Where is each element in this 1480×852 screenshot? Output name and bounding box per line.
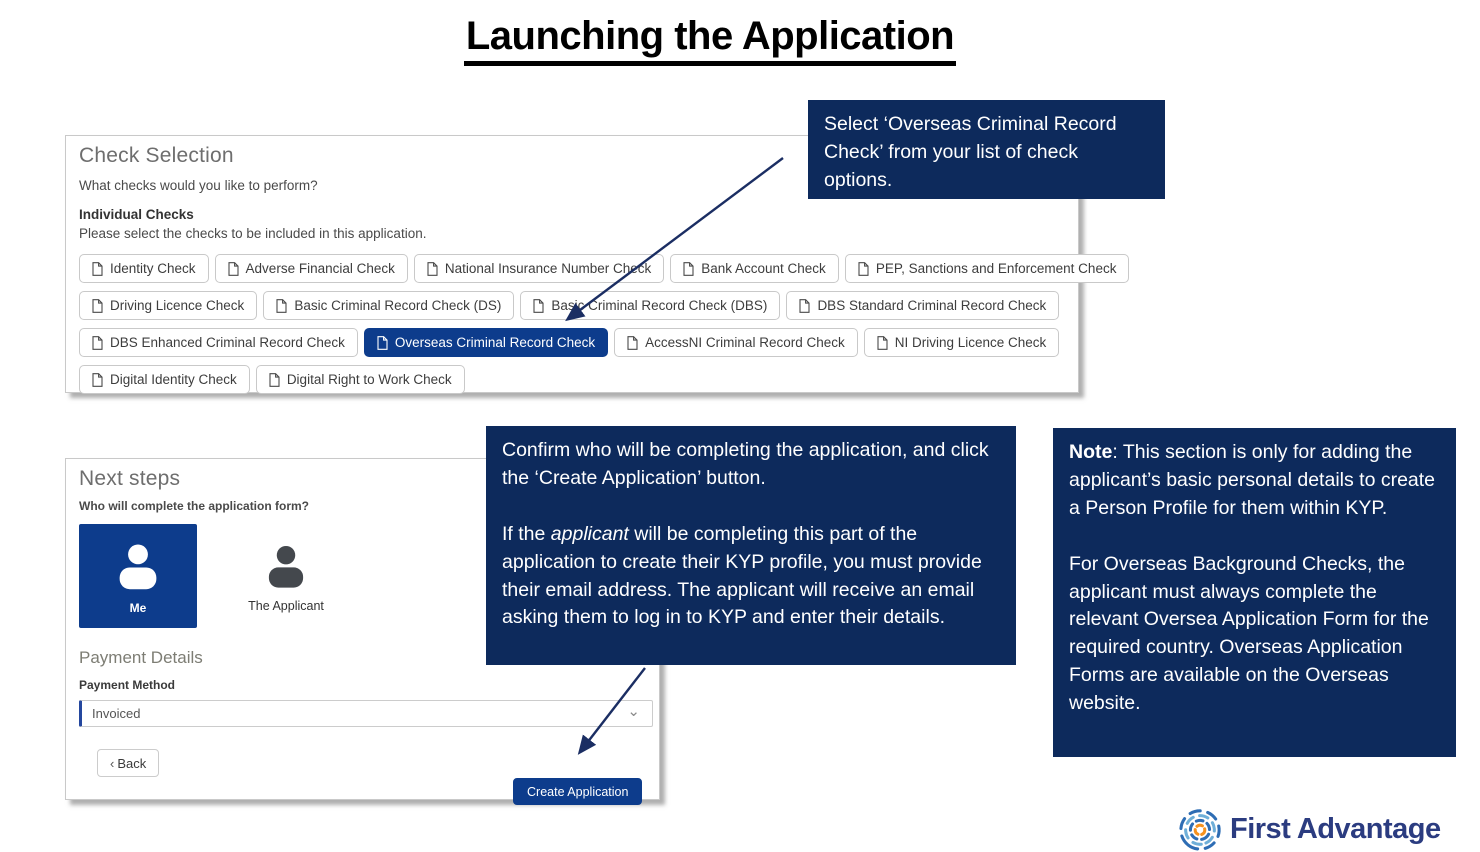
- check-option-pep-sanctions-and-enforcement-check[interactable]: PEP, Sanctions and Enforcement Check: [844, 254, 1130, 283]
- next-steps-actions: ‹Back Create Application: [79, 749, 646, 805]
- check-option-dbs-enhanced-criminal-record-check[interactable]: DBS Enhanced Criminal Record Check: [79, 328, 358, 357]
- payment-method-label: Payment Method: [79, 678, 176, 692]
- check-option-basic-criminal-record-check-dbs[interactable]: Basic Criminal Record Check (DBS): [520, 291, 781, 320]
- check-option-label: Digital Right to Work Check: [286, 372, 452, 387]
- document-icon: [627, 335, 638, 350]
- document-icon: [92, 335, 103, 350]
- check-option-label: Identity Check: [110, 261, 196, 276]
- check-option-label: NI Driving Licence Check: [894, 335, 1047, 350]
- document-icon: [269, 372, 280, 387]
- back-button[interactable]: ‹Back: [97, 749, 160, 777]
- check-option-ni-driving-licence-check[interactable]: NI Driving Licence Check: [863, 328, 1060, 357]
- check-option-label: PEP, Sanctions and Enforcement Check: [875, 261, 1117, 276]
- chevron-left-icon: ‹: [110, 755, 115, 771]
- first-advantage-logo: First Advantage: [1178, 806, 1441, 852]
- check-option-label: Bank Account Check: [701, 261, 826, 276]
- document-icon: [92, 372, 103, 387]
- page-title: Launching the Application: [0, 14, 1420, 66]
- create-application-label: Create Application: [527, 784, 629, 799]
- check-option-dbs-standard-criminal-record-check[interactable]: DBS Standard Criminal Record Check: [786, 291, 1060, 320]
- document-icon: [858, 261, 869, 276]
- callout-select-overseas: Select ‘Overseas Criminal Record Check’ …: [808, 100, 1165, 199]
- check-option-label: Basic Criminal Record Check (DS): [294, 298, 502, 313]
- check-option-accessni-criminal-record-check[interactable]: AccessNI Criminal Record Check: [614, 328, 858, 357]
- callout-confirm-completer: Confirm who will be completing the appli…: [486, 426, 1016, 665]
- document-icon: [377, 335, 388, 350]
- check-option-label: Adverse Financial Check: [245, 261, 395, 276]
- check-option-digital-identity-check[interactable]: Digital Identity Check: [79, 365, 250, 394]
- document-icon: [877, 335, 888, 350]
- document-icon: [533, 298, 544, 313]
- create-application-button[interactable]: Create Application: [513, 778, 643, 805]
- check-option-label: DBS Enhanced Criminal Record Check: [110, 335, 345, 350]
- person-icon: [109, 537, 167, 595]
- document-icon: [427, 261, 438, 276]
- check-option-basic-criminal-record-check-ds[interactable]: Basic Criminal Record Check (DS): [263, 291, 515, 320]
- check-option-label: Digital Identity Check: [110, 372, 237, 387]
- payment-method-select[interactable]: Invoiced ⌄: [79, 700, 653, 727]
- check-option-overseas-criminal-record-check[interactable]: Overseas Criminal Record Check: [363, 328, 609, 357]
- document-icon: [683, 261, 694, 276]
- document-icon: [276, 298, 287, 313]
- brand-name: First Advantage: [1230, 812, 1441, 845]
- back-button-label: Back: [117, 755, 147, 771]
- next-steps-title: Next steps: [79, 467, 181, 490]
- chevron-down-icon: ⌄: [627, 703, 640, 720]
- check-option-label: National Insurance Number Check: [444, 261, 652, 276]
- check-selection-question: What checks would you like to perform?: [79, 178, 318, 193]
- individual-checks-heading: Individual Checks: [79, 207, 194, 222]
- note-box: Note: This section is only for adding th…: [1053, 428, 1456, 757]
- document-icon: [92, 298, 103, 313]
- payment-details-title: Payment Details: [79, 648, 203, 667]
- completer-option-label: Me: [129, 601, 147, 615]
- check-selection-title: Check Selection: [79, 144, 234, 167]
- check-rows: Identity Check Adverse Financial Check Nat…: [79, 254, 1130, 394]
- check-option-digital-right-to-work-check[interactable]: Digital Right to Work Check: [255, 365, 465, 394]
- check-option-label: Overseas Criminal Record Check: [394, 335, 596, 350]
- check-option-adverse-financial-check[interactable]: Adverse Financial Check: [214, 254, 408, 283]
- check-option-driving-licence-check[interactable]: Driving Licence Check: [79, 291, 258, 320]
- check-option-bank-account-check[interactable]: Bank Account Check: [670, 254, 839, 283]
- check-option-national-insurance-number-check[interactable]: National Insurance Number Check: [413, 254, 665, 283]
- fingerprint-icon: [1178, 806, 1222, 852]
- completer-question: Who will complete the application form?: [79, 499, 310, 513]
- check-option-label: Driving Licence Check: [110, 298, 245, 313]
- completer-option-applicant[interactable]: The Applicant: [227, 524, 345, 628]
- document-icon: [92, 261, 103, 276]
- completer-option-label: The Applicant: [248, 599, 324, 613]
- individual-checks-subtitle: Please select the checks to be included …: [79, 226, 427, 241]
- check-option-label: AccessNI Criminal Record Check: [645, 335, 845, 350]
- payment-method-value: Invoiced: [92, 706, 141, 721]
- completer-option-me[interactable]: Me: [79, 524, 197, 628]
- check-option-label: Basic Criminal Record Check (DBS): [551, 298, 768, 313]
- completer-options: Me The Applicant: [79, 524, 646, 628]
- document-icon: [799, 298, 810, 313]
- person-icon: [259, 539, 313, 593]
- document-icon: [227, 261, 239, 276]
- check-option-label: DBS Standard Criminal Record Check: [817, 298, 1047, 313]
- check-option-identity-check[interactable]: Identity Check: [79, 254, 209, 283]
